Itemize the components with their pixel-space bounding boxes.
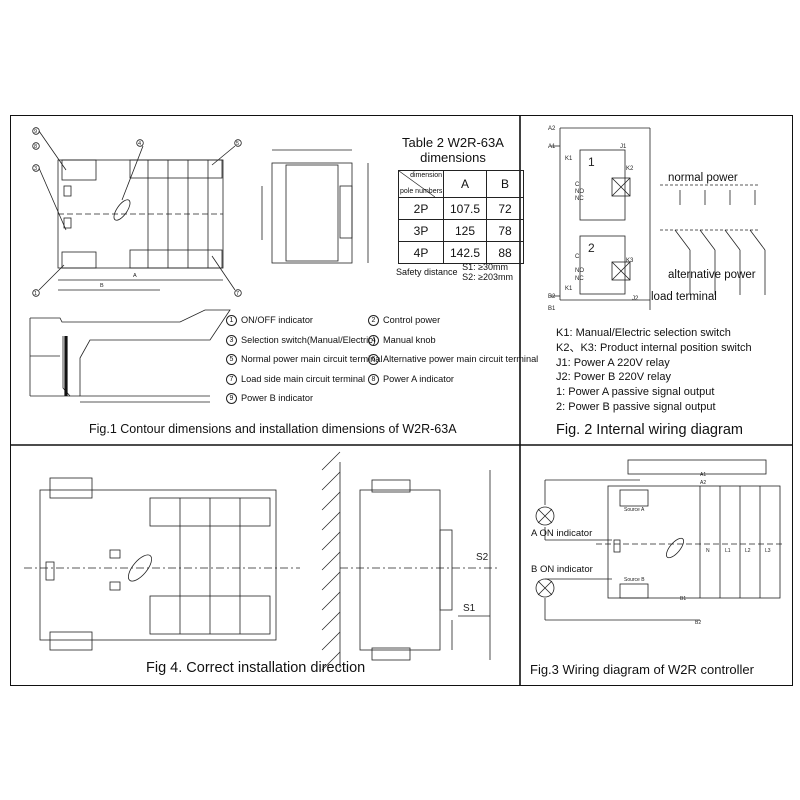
dim-b-label: B [100,283,104,289]
fig1-caption: Fig.1 Contour dimensions and installatio… [89,422,457,436]
fig2-alternative-power: alternative power [668,269,756,281]
fig2-nc-top: NC [575,196,584,202]
figure-frame [10,115,793,686]
fig3-phase-l3: L3 [765,548,771,554]
fig3-b2: B2 [695,620,701,626]
fig4-s2-label: S2 [476,552,489,563]
fig2-b1: B1 [548,306,556,312]
fig3-source-b: Source B [624,577,645,583]
fig2-wiring-drawing: A2 A1 K1 C NO NC C NO NC K1 B2 B1 K2 K3 … [548,126,766,312]
safety-distance-label: Safety distance [396,267,458,277]
callout-8: 8 [34,144,37,150]
table-header-corner: dimension pole numbers [398,170,444,198]
table2-title-line2: dimensions [420,150,486,165]
fig2-k3: K3 [626,258,634,264]
callout-3: 3 [34,166,37,172]
table-row: 4P 142.5 88 [398,241,524,264]
fig3-controller-drawing: Source A Source B A1 A2 B1 B2 N L1 L2 L3… [531,459,782,626]
table-row: 3P 125 78 [398,219,524,242]
fig2-no-bottom: NO [575,268,584,274]
callout-4: 4 [138,141,141,147]
fig3-a-on-indicator: A ON indicator [531,528,592,539]
fig3-phase-l1: L1 [725,548,731,554]
fig2-b2: B2 [548,294,556,300]
list-item: 2: Power B passive signal output [556,400,716,413]
fig2-j2: J2 [632,296,639,302]
callout-1: 1 [34,291,37,297]
fig4-installation-drawing: S1 S2 [24,451,500,671]
fig4-s1-label: S1 [463,603,476,614]
fig3-source-a: Source A [624,507,645,513]
fig2-load-terminal: load terminal [651,291,717,303]
fig2-normal-power: normal power [668,172,738,184]
list-item: K2、K3: Product internal position switch [556,341,752,354]
fig2-j1: J1 [620,144,627,150]
fig3-phase-l2: L2 [745,548,751,554]
list-item: J1: Power A 220V relay [556,356,670,369]
safety-s1: S1: ≥30mm [462,262,509,272]
fig3-phase-n: N [706,548,710,554]
fig3-a2: A2 [700,480,706,486]
table2-title: Table 2 W2R-63A dimensions [398,135,508,165]
table-header-row: dimension pole numbers A B [398,170,524,198]
table-header-b: B [486,170,524,198]
table2-dimensions: dimension pole numbers A B 2P 107.5 72 3… [398,170,524,264]
table-row: 2P 107.5 72 [398,197,524,220]
table-header-a: A [443,170,487,198]
fig2-k2: K2 [626,166,634,172]
fig3-caption: Fig.3 Wiring diagram of W2R controller [530,662,754,677]
fig2-a1: A1 [548,144,556,150]
fig2-key-list: K1: Manual/Electric selection switch K2、… [556,326,752,415]
fig1-front-view-drawing: 9 8 3 1 4 5 7 A B [29,127,369,403]
callout-9: 9 [34,129,37,135]
callout-5: 5 [236,141,239,147]
fig3-a1: A1 [700,472,706,478]
fig2-nc-bottom: NC [575,276,584,282]
list-item: K1: Manual/Electric selection switch [556,327,731,339]
fig4-caption: Fig 4. Correct installation direction [146,660,366,676]
fig2-k1-bottom: K1 [565,286,573,292]
safety-distance: Safety distance S1: ≥30mm S2: ≥203mm [396,262,513,282]
callout-7: 7 [236,291,239,297]
fig3-b1: B1 [680,596,686,602]
fig3-b-on-indicator: B ON indicator [531,564,593,575]
dim-a-label: A [133,273,137,279]
fig2-c-top: C [575,182,580,188]
fig2-no-top: NO [575,189,584,195]
list-item: J2: Power B 220V relay [556,371,671,384]
list-item: 1: Power A passive signal output [556,386,715,399]
fig2-block2: 2 [588,241,595,255]
table2-title-line1: Table 2 W2R-63A [402,135,504,150]
fig2-c-bottom: C [575,254,580,260]
safety-s2: S2: ≥203mm [462,272,514,282]
fig2-caption: Fig. 2 Internal wiring diagram [556,422,743,438]
fig2-k1-top: K1 [565,156,573,162]
fig2-block1: 1 [588,155,595,169]
fig2-a2: A2 [548,126,556,132]
